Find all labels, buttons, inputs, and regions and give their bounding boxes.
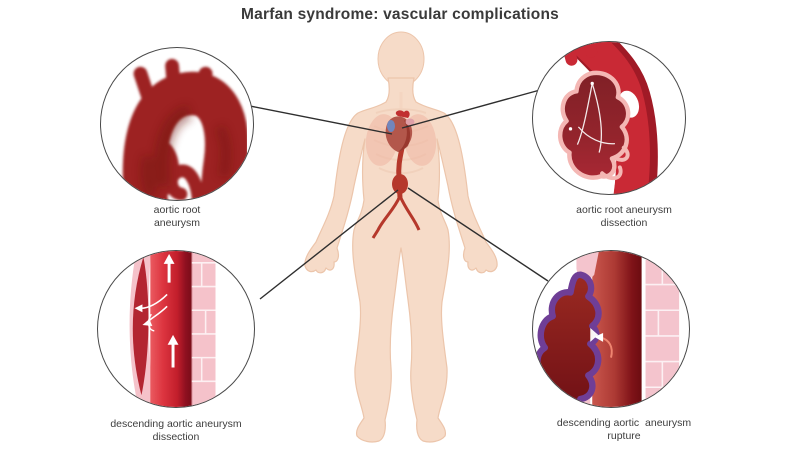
label-descending-rupture: descending aortic aneurysm rupture [556, 417, 692, 442]
connector-bottom-left [259, 189, 399, 300]
callout-circle-aortic-root-dissection [532, 41, 686, 195]
heart [385, 110, 415, 152]
callout-circle-descending-dissection [97, 250, 255, 408]
flow-arrows [134, 253, 179, 368]
human-figure [290, 30, 510, 450]
aorta [371, 147, 421, 239]
descending-aortic-aneurysm-rupture-illustration [534, 251, 680, 407]
connector-top-right [401, 89, 541, 129]
aortic-root-aneurysm-dissection-illustration [558, 42, 658, 194]
body-outline [304, 77, 498, 443]
rupture-hematoma [534, 271, 602, 407]
false-lumen [132, 256, 149, 396]
callout-circle-aortic-root-aneurysm [100, 47, 254, 201]
connector-top-left [249, 105, 393, 135]
aortic-root-aneurysm-illustration [122, 58, 249, 200]
vessel-wall-bricks [191, 262, 216, 383]
tear-gap [590, 328, 599, 342]
label-descending-dissection: descending aortic aneurysm dissection [110, 418, 242, 443]
pulmonary-vessel-blue [387, 120, 395, 132]
page-title: Marfan syndrome: vascular complications [241, 6, 559, 23]
pulmonary-vessel-pink [405, 118, 415, 126]
label-aortic-root-aneurysm: aortic root aneurysm [153, 204, 201, 229]
human-body-silhouette [304, 31, 498, 443]
callout-circle-descending-rupture [532, 250, 690, 408]
descending-aortic-aneurysm-dissection-illustration [129, 251, 216, 407]
abdominal-aneurysm-bulge [392, 174, 408, 194]
dissection-sac [558, 70, 631, 180]
connector-bottom-right [407, 187, 549, 282]
label-aortic-root-dissection: aortic root aneurysm dissection [576, 204, 672, 229]
